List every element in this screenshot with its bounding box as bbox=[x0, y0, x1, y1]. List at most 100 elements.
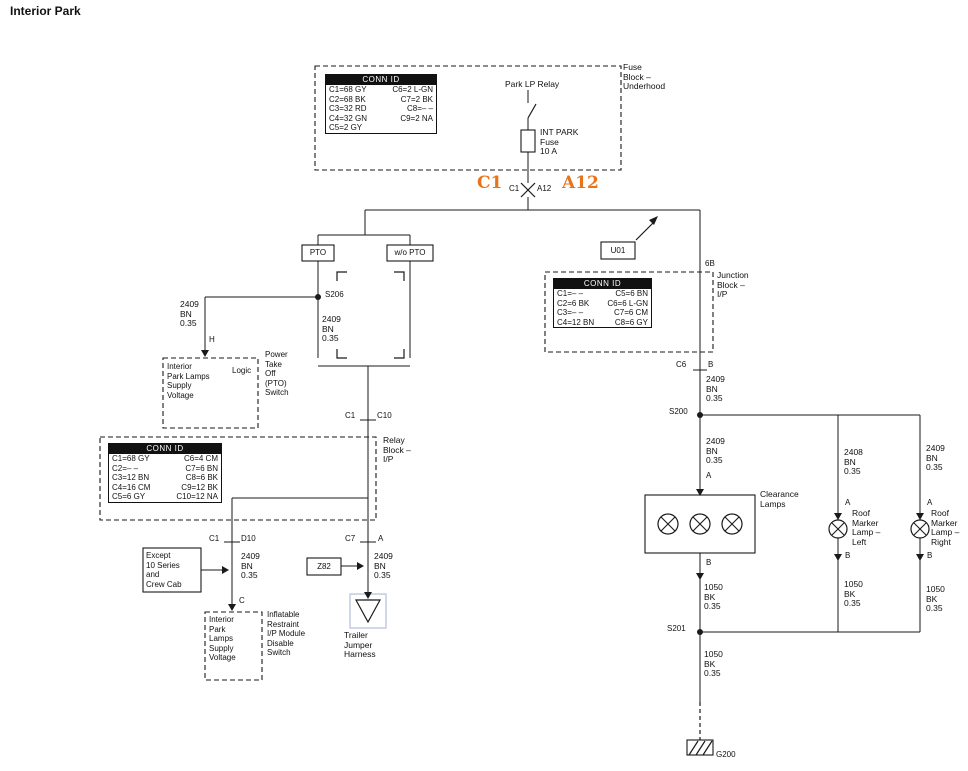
pto-switch-label: Power Take Off (PTO) Switch bbox=[265, 350, 289, 397]
roof-marker-left-label: Roof Marker Lamp – Left bbox=[852, 508, 881, 547]
c1-a12-connector-x bbox=[520, 182, 536, 198]
pin-label-h: H bbox=[209, 335, 215, 344]
lamp-filaments bbox=[660, 516, 927, 536]
ir-switch-outline bbox=[204, 611, 263, 681]
junction-block-label: Junction Block – I/P bbox=[717, 270, 749, 299]
splice-s200 bbox=[697, 412, 703, 418]
ground-g200-label: G200 bbox=[716, 750, 736, 759]
pin-label-b-clearance: B bbox=[706, 558, 712, 567]
pin-label-a-trailer: A bbox=[378, 534, 384, 543]
ground-symbol bbox=[686, 739, 714, 756]
int-park-fuse-label: INT PARK Fuse 10 A bbox=[540, 127, 579, 156]
clearance-lamps-label: Clearance Lamps bbox=[760, 489, 799, 509]
splice-s201 bbox=[697, 629, 703, 635]
wire-label-2409-c: 2409 BN 0.35 bbox=[241, 551, 260, 580]
pto-switch-supply-label: Interior Park Lamps Supply Voltage bbox=[167, 362, 210, 400]
wire-label-2409-b: 2409 BN 0.35 bbox=[322, 314, 341, 343]
splice-s201-label: S201 bbox=[667, 624, 686, 633]
u01-option-label: U01 bbox=[610, 246, 626, 255]
pin-label-6b: 6B bbox=[705, 259, 715, 268]
splice-s206 bbox=[315, 294, 321, 300]
connector-callout-a12: A12 bbox=[562, 173, 599, 193]
ir-switch-label: Inflatable Restraint I/P Module Disable … bbox=[267, 610, 306, 657]
fuse-block-label: Fuse Block – Underhood bbox=[623, 62, 666, 91]
arrowheads bbox=[201, 216, 924, 611]
fuse-symbol bbox=[520, 129, 536, 153]
roof-marker-right-label: Roof Marker Lamp – Right bbox=[931, 508, 960, 547]
ground-hatch bbox=[688, 740, 699, 756]
u01-arrow bbox=[635, 220, 656, 241]
relay-block-outline bbox=[99, 436, 377, 521]
fuse-block-outline bbox=[314, 65, 622, 171]
conn-id-header: CONN ID bbox=[326, 75, 436, 85]
conn-row: C1=– –C5=6 BN bbox=[557, 289, 648, 298]
pin-label-c1: C1 bbox=[509, 184, 520, 193]
conn-id-header: CONN ID bbox=[109, 444, 221, 454]
logic-label: Logic bbox=[232, 366, 252, 375]
wire-label-1050-d: 1050 BK 0.35 bbox=[704, 649, 723, 678]
z82-option-label: Z82 bbox=[317, 562, 331, 571]
wire-label-1050-b: 1050 BK 0.35 bbox=[844, 579, 863, 608]
pin-label-b-roof-right: B bbox=[927, 551, 933, 560]
conn-row: C5=2 GY bbox=[329, 123, 363, 133]
conn-id-header: CONN ID bbox=[554, 279, 651, 289]
wire-label-2409-a: 2409 BN 0.35 bbox=[180, 299, 199, 328]
ir-switch-supply-label: Interior Park Lamps Supply Voltage bbox=[209, 615, 236, 662]
pin-label-a-roof-right: A bbox=[927, 498, 933, 507]
ground-hatch bbox=[702, 740, 713, 756]
splice-s200-label: S200 bbox=[669, 407, 688, 416]
pin-label-c6: C6 bbox=[676, 360, 687, 369]
conn-row: C2=– –C7=6 BN bbox=[112, 463, 218, 473]
wire-label-1050-c: 1050 BK 0.35 bbox=[926, 584, 945, 613]
pin-label-d10: D10 bbox=[241, 534, 256, 543]
conn-row: C3=– –C7=6 CM bbox=[557, 308, 648, 318]
pin-label-a-roof-left: A bbox=[845, 498, 851, 507]
relay-symbol bbox=[527, 103, 537, 119]
pin-label-a-clearance: A bbox=[706, 471, 712, 480]
trailer-jumper-label: Trailer Jumper Harness bbox=[344, 630, 376, 659]
except-note-box bbox=[142, 547, 202, 593]
connector-callout-c1: C1 bbox=[477, 173, 503, 193]
trailer-connector-triangle bbox=[354, 599, 382, 624]
wire-label-2409-e: 2409 BN 0.35 bbox=[706, 374, 725, 403]
ground-hatch bbox=[695, 740, 706, 756]
pin-label-c1-d10-left: C1 bbox=[209, 534, 220, 543]
pin-label-c10: C10 bbox=[377, 411, 392, 420]
wire-label-2409-f: 2409 BN 0.35 bbox=[706, 436, 725, 465]
option-bracket bbox=[336, 349, 347, 359]
option-bracket bbox=[394, 349, 405, 359]
wire-label-1050-a: 1050 BK 0.35 bbox=[704, 582, 723, 611]
wo-pto-option-label: w/o PTO bbox=[394, 248, 426, 257]
except-note-label: Except 10 Series and Crew Cab bbox=[146, 551, 182, 589]
pin-label-b-roof-left: B bbox=[845, 551, 851, 560]
pin-label-c7: C7 bbox=[345, 534, 356, 543]
pto-option-label: PTO bbox=[309, 248, 327, 257]
park-lp-relay-label: Park LP Relay bbox=[505, 79, 560, 89]
junction-block-outline bbox=[544, 271, 714, 353]
pin-label-c: C bbox=[239, 596, 245, 605]
pin-label-b-junction: B bbox=[708, 360, 714, 369]
wires bbox=[201, 90, 921, 702]
pin-label-c1-relayblock: C1 bbox=[345, 411, 356, 420]
wire-label-2409-d: 2409 BN 0.35 bbox=[374, 551, 393, 580]
u01-option-box bbox=[600, 241, 636, 260]
splice-s206-label: S206 bbox=[325, 290, 344, 299]
z82-option-box bbox=[306, 557, 342, 576]
pto-option-box bbox=[301, 244, 335, 262]
pin-label-a12: A12 bbox=[537, 184, 552, 193]
